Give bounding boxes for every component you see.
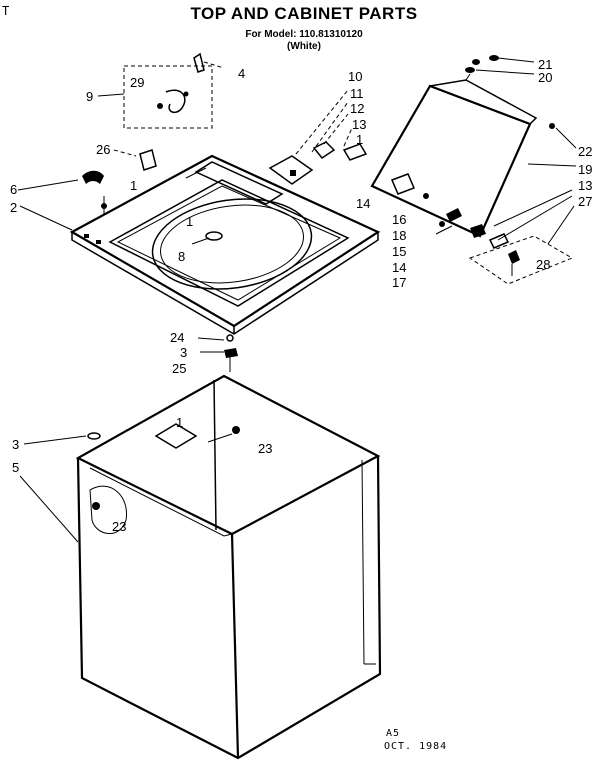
part-4-plug [193,52,225,73]
callout-1b: 1 [186,214,193,229]
leader-lines [19,57,577,543]
callout-2: 2 [10,200,17,215]
callout-4: 4 [238,66,245,81]
cabinet-bracket [154,423,198,449]
part-22-screw [549,123,555,129]
part-screw-top [101,196,107,214]
callout-25: 25 [172,361,186,376]
diagram-title: TOP AND CABINET PARTS [190,4,418,23]
callout-1d: 1 [176,415,183,430]
part-29-box [123,65,213,129]
part-20-21-bumpers [465,55,499,73]
cabinet [75,374,382,760]
callout-23a: 23 [258,441,272,456]
model-number: For Model: 110.81310120 [245,29,363,40]
callout-28: 28 [536,257,550,272]
callout-1a: 1 [130,178,137,193]
part-28-box [468,235,574,285]
callout-3a: 3 [180,345,187,360]
callout-22: 22 [578,144,592,159]
callout-19: 19 [578,162,592,177]
part-6-hinge [17,170,104,191]
part-23-screws [92,426,240,510]
callout-20: 20 [538,70,552,85]
callout-10: 10 [348,69,362,84]
callout-18: 18 [392,228,406,243]
callout-9: 9 [86,89,93,104]
callout-26: 26 [96,142,110,157]
callout-5: 5 [12,460,19,475]
part-lid-hardware [439,208,510,249]
callout-15: 15 [392,244,406,259]
model-color: (White) [287,41,321,52]
callout-13b: 13 [578,178,592,193]
callout-3b: 3 [12,437,19,452]
callout-8: 8 [178,249,185,264]
part-hinge-block [268,89,368,185]
callout-1c: 1 [356,132,363,147]
callout-24: 24 [170,330,184,345]
callout-6: 6 [10,182,17,197]
part-26-clip [113,149,157,171]
part-24-25-stack [224,334,238,372]
washer-top-panel [69,154,381,335]
part-3-clip [87,432,101,440]
callout-14a: 14 [356,196,370,211]
footer-code: A5 [386,728,401,739]
callout-16: 16 [392,212,406,227]
callout-14b: 14 [392,260,406,275]
corner-mark: T [2,4,10,18]
callout-13a: 13 [352,117,366,132]
callout-29: 29 [130,75,144,90]
part-8-shape [191,231,223,245]
footer-date: OCT. 1984 [384,741,448,752]
lid-assembly [370,73,538,238]
callout-27: 27 [578,194,592,209]
callout-12: 12 [350,101,364,116]
callout-21: 21 [538,57,552,72]
callout-11: 11 [350,86,364,101]
callout-17: 17 [392,275,406,290]
callout-labels: 4 29 9 26 6 1 2 1 8 10 11 12 13 1 14 16 … [10,57,592,534]
callout-23b: 23 [112,519,126,534]
